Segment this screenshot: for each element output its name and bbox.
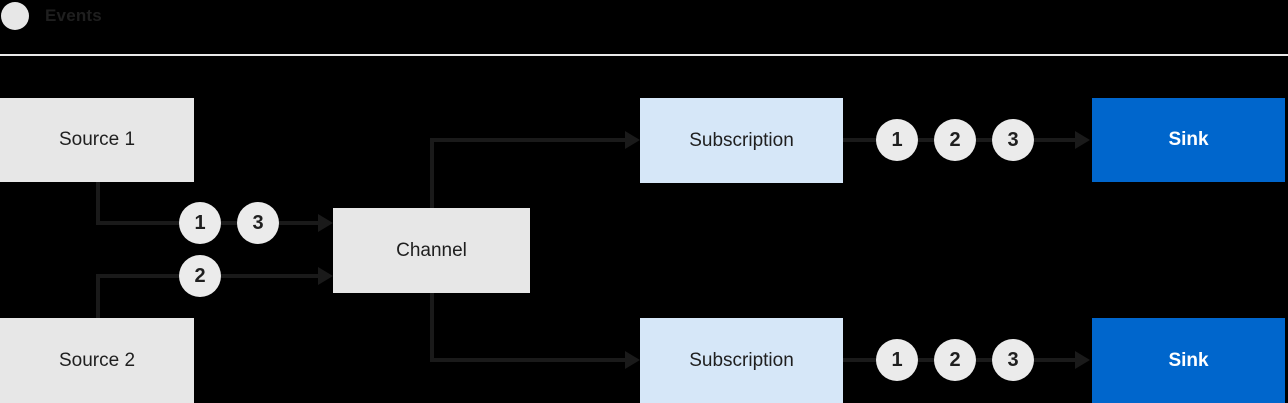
node-channel-label: Channel [396, 239, 467, 261]
connector-source1-down [96, 182, 100, 225]
connector-channel-to-subscription2 [430, 358, 625, 362]
node-sink-2-label: Sink [1168, 349, 1209, 371]
node-sink-1-label: Sink [1168, 129, 1209, 150]
connector-source2-up [96, 276, 100, 318]
node-source-1-label: Source 1 [58, 129, 136, 150]
connector-channel-to-subscription1 [430, 138, 625, 142]
node-source-1: Source 1 [0, 98, 194, 182]
node-subscription-1-label: Subscription [689, 129, 794, 151]
event-badge: 1 [876, 339, 918, 381]
node-source-2-label: Source 2 [58, 349, 136, 371]
legend: Events [1, 2, 102, 30]
event-badge: 1 [876, 119, 918, 161]
legend-label: Events [45, 6, 102, 25]
node-subscription-1: Subscription [640, 98, 843, 183]
node-subscription-2-label: Subscription [689, 349, 794, 371]
event-badge: 3 [992, 119, 1034, 161]
node-sink-2: Sink [1092, 318, 1285, 403]
node-source-2: Source 2 [0, 318, 194, 403]
arrowhead-icon-channel-subscription1 [625, 131, 640, 149]
arrowhead-icon-source2-channel [318, 267, 333, 285]
event-badge: 1 [179, 202, 221, 244]
arrowhead-icon-source1-channel [318, 214, 333, 232]
event-badge: 3 [992, 339, 1034, 381]
event-badge: 3 [237, 202, 279, 244]
node-subscription-2: Subscription [640, 318, 843, 403]
node-sink-1: Sink [1092, 98, 1285, 182]
connector-channel-up [430, 140, 434, 208]
node-channel: Channel [333, 208, 530, 293]
event-badge: 2 [934, 119, 976, 161]
event-legend-icon [1, 2, 29, 30]
arrowhead-icon-channel-subscription2 [625, 351, 640, 369]
divider [0, 54, 1288, 56]
event-badge: 2 [934, 339, 976, 381]
connector-channel-down [430, 293, 434, 360]
arrowhead-icon-subscription1-sink1 [1075, 131, 1090, 149]
event-badge: 2 [179, 255, 221, 297]
arrowhead-icon-subscription2-sink2 [1075, 351, 1090, 369]
